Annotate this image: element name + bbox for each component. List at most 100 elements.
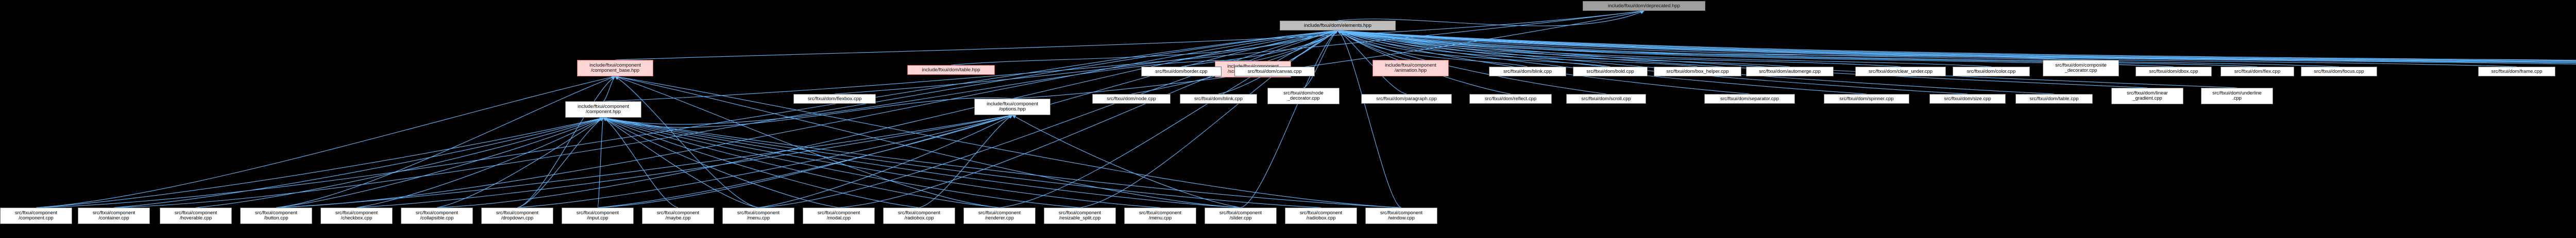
graph-node[interactable]: src/ftxui/component /input.cpp bbox=[562, 208, 634, 224]
graph-edge bbox=[276, 117, 604, 208]
graph-edge bbox=[1337, 28, 2576, 65]
graph-node[interactable]: src/ftxui/component /window.cpp bbox=[1365, 208, 1437, 224]
graph-node[interactable]: src/ftxui/component /radiobox.cpp bbox=[1285, 208, 1357, 224]
graph-edge bbox=[1337, 28, 2576, 64]
graph-edge bbox=[615, 76, 759, 208]
graph-node[interactable]: src/ftxui/dom/automerge.cpp bbox=[1746, 67, 1834, 76]
graph-node[interactable]: src/ftxui/component /container.cpp bbox=[78, 208, 150, 224]
graph-node[interactable]: src/ftxui/dom/separator.cpp bbox=[1704, 94, 1795, 104]
graph-node[interactable]: include/ftxui/component /options.hpp bbox=[974, 99, 1050, 115]
graph-edge bbox=[195, 117, 604, 208]
graph-edge bbox=[758, 29, 1338, 208]
graph-node[interactable]: src/ftxui/dom/color.cpp bbox=[1953, 67, 2030, 76]
graph-edge bbox=[1240, 30, 1338, 208]
graph-edge bbox=[1079, 30, 1338, 208]
graph-node[interactable]: src/ftxui/component /slider.cpp bbox=[1205, 208, 1277, 224]
graph-edge bbox=[999, 29, 1338, 208]
graph-edge bbox=[517, 76, 616, 208]
graph-edge bbox=[1252, 30, 1338, 61]
graph-edge bbox=[1337, 28, 2576, 62]
graph-edge bbox=[1337, 29, 2081, 60]
graph-node[interactable]: src/ftxui/component /collapsible.cpp bbox=[401, 208, 473, 224]
graph-edge bbox=[919, 115, 1013, 208]
graph-edge bbox=[758, 115, 1013, 208]
graph-node[interactable]: include/ftxui/component /component_base.… bbox=[577, 60, 653, 76]
graph-edge bbox=[36, 75, 616, 208]
graph-edge bbox=[1337, 29, 2340, 67]
graph-node[interactable]: src/ftxui/dom/box_helper.cpp bbox=[1654, 67, 1741, 76]
graph-node[interactable]: src/ftxui/component /radiobox.cpp bbox=[883, 208, 955, 224]
graph-edge bbox=[597, 114, 1013, 208]
graph-edge bbox=[436, 117, 604, 208]
graph-edge bbox=[602, 117, 920, 208]
graph-node[interactable]: src/ftxui/dom/reflect.cpp bbox=[1469, 94, 1552, 104]
graph-node[interactable]: src/ftxui/dom/underline .cpp bbox=[2201, 88, 2273, 104]
graph-node[interactable]: src/ftxui/component /resizable_split.cpp bbox=[1044, 208, 1116, 224]
graph-edge bbox=[36, 116, 604, 208]
graph-node[interactable]: include/ftxui/component /animation.hpp bbox=[1372, 60, 1449, 76]
graph-node[interactable]: src/ftxui/component /maybe.cpp bbox=[642, 208, 714, 224]
graph-node[interactable]: src/ftxui/dom/blink.cpp bbox=[1180, 94, 1257, 104]
graph-node[interactable]: src/ftxui/component /component.cpp bbox=[0, 208, 72, 224]
graph-edge bbox=[113, 28, 1338, 208]
graph-edge bbox=[1337, 28, 2576, 61]
graph-edge bbox=[603, 117, 679, 208]
graph-node[interactable]: src/ftxui/dom/table.cpp bbox=[2015, 94, 2093, 104]
graph-edge bbox=[1337, 29, 2238, 88]
graph-node[interactable]: include/ftxui/dom/elements.hpp bbox=[1280, 21, 1396, 30]
graph-edge bbox=[517, 114, 1013, 208]
graph-edge bbox=[602, 116, 1161, 208]
graph-node[interactable]: src/ftxui/dom/spinner.cpp bbox=[1824, 94, 1909, 104]
graph-node[interactable]: src/ftxui/dom/bold.cpp bbox=[1573, 67, 1648, 76]
graph-node[interactable]: src/ftxui/component /button.cpp bbox=[240, 208, 312, 224]
graph-node[interactable]: src/ftxui/dom/blink.cpp bbox=[1489, 67, 1566, 76]
graph-node[interactable]: src/ftxui/dom/linear _gradient.cpp bbox=[2111, 88, 2183, 104]
graph-edge bbox=[602, 116, 1402, 208]
graph-node[interactable]: src/ftxui/dom/dbox.cpp bbox=[2136, 67, 2212, 76]
graph-node[interactable]: src/ftxui/dom/frame.cpp bbox=[2478, 67, 2555, 76]
graph-node[interactable]: include/ftxui/dom/deprecated.hpp bbox=[1583, 1, 1705, 11]
graph-edge bbox=[356, 114, 1013, 208]
graph-edge bbox=[113, 116, 604, 208]
graph-node[interactable]: src/ftxui/dom/scroll.cpp bbox=[1566, 94, 1646, 104]
graph-node[interactable]: src/ftxui/dom/focus.cpp bbox=[2301, 67, 2377, 76]
graph-edge bbox=[356, 117, 604, 208]
graph-node[interactable]: src/ftxui/component /dropdown.cpp bbox=[481, 208, 553, 224]
graph-node[interactable]: src/ftxui/dom/flexbox.cpp bbox=[793, 94, 876, 104]
graph-edge bbox=[1337, 30, 1411, 60]
graph-edge bbox=[276, 75, 616, 208]
graph-node[interactable]: src/ftxui/dom/node _decorator.cpp bbox=[1267, 88, 1340, 104]
graph-node[interactable]: src/ftxui/dom/border.cpp bbox=[1141, 67, 1222, 76]
graph-node[interactable]: include/ftxui/dom/table.hpp bbox=[907, 65, 995, 75]
graph-node[interactable]: src/ftxui/component /menu.cpp bbox=[1124, 208, 1196, 224]
graph-node[interactable]: src/ftxui/dom/clear_under.cpp bbox=[1855, 67, 1946, 76]
graph-edge bbox=[603, 9, 1645, 102]
graph-edge bbox=[1337, 29, 2258, 67]
graph-node[interactable]: src/ftxui/dom/composite _decorator.cpp bbox=[2043, 60, 2119, 76]
graph-edge bbox=[1012, 115, 1241, 208]
graph-edge bbox=[597, 117, 604, 208]
graph-node[interactable]: src/ftxui/component /renderer.cpp bbox=[963, 208, 1036, 224]
graph-node[interactable]: src/ftxui/dom/node.cpp bbox=[1092, 94, 1171, 104]
graph-node[interactable]: src/ftxui/dom/size.cpp bbox=[1929, 94, 2006, 104]
graph-node[interactable]: src/ftxui/dom/canvas.cpp bbox=[1234, 67, 1315, 76]
graph-edge bbox=[603, 76, 616, 102]
graph-node[interactable]: include/ftxui/component /component.hpp bbox=[565, 101, 641, 118]
graph-node[interactable]: src/ftxui/dom/flex.cpp bbox=[2221, 67, 2294, 76]
graph-node[interactable]: src/ftxui/component /checkbox.cpp bbox=[320, 208, 393, 224]
graph-edge bbox=[1303, 30, 1338, 88]
graph-edge bbox=[1337, 29, 2148, 88]
graph-node[interactable]: src/ftxui/dom/paragraph.cpp bbox=[1361, 94, 1452, 104]
graph-edge bbox=[1337, 28, 2517, 67]
graph-edge bbox=[36, 28, 1338, 208]
graph-edge bbox=[603, 117, 759, 208]
graph-edge bbox=[602, 117, 1080, 208]
graph-node[interactable]: src/ftxui/component /hoverable.cpp bbox=[160, 208, 232, 224]
graph-edge bbox=[276, 114, 1013, 208]
graph-edge bbox=[1337, 28, 2576, 63]
graph-node[interactable]: src/ftxui/component /modal.cpp bbox=[803, 208, 875, 224]
graph-node[interactable]: src/ftxui/component /menu.cpp bbox=[722, 208, 794, 224]
graph-edge bbox=[951, 29, 1338, 66]
